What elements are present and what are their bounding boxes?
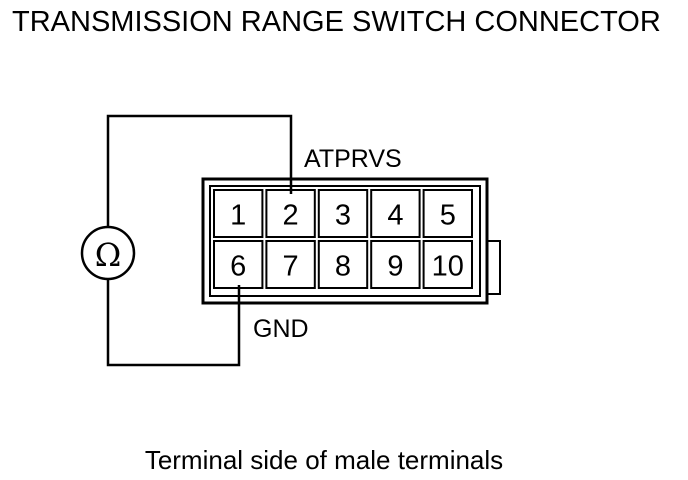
- housing-inner: [209, 185, 481, 297]
- caption: Terminal side of male terminals: [145, 445, 503, 475]
- terminal-7-label: 7: [283, 251, 299, 283]
- terminal-grid: 1 2 3 4 5 6 7 8 9 10: [213, 189, 474, 289]
- ground-lead: [106, 279, 241, 367]
- terminal-cavity: [317, 240, 369, 289]
- test-circuit: [106, 114, 293, 367]
- terminal-5-label: 5: [440, 200, 456, 232]
- terminal-10-label: 10: [432, 251, 464, 283]
- connector-housing: [201, 177, 501, 305]
- ohmmeter-icon: Ω: [80, 225, 136, 281]
- terminal-cavity: [370, 189, 421, 238]
- terminal-3-label: 3: [335, 200, 351, 232]
- terminal-9-label: 9: [387, 251, 403, 283]
- terminal-cavity: [265, 240, 316, 289]
- locking-tab: [486, 240, 501, 295]
- diagram-title: TRANSMISSION RANGE SWITCH CONNECTOR: [12, 6, 661, 38]
- terminal-cavity: [317, 189, 369, 238]
- signal-lead: [106, 114, 293, 228]
- terminal-cavity: [213, 240, 264, 289]
- signal-label: ATPRVS: [304, 145, 402, 173]
- terminal-cavity: [422, 189, 474, 238]
- ground-label: GND: [253, 315, 309, 343]
- terminal-cavity: [422, 240, 474, 289]
- terminal-6-label: 6: [230, 251, 246, 283]
- terminal-8-label: 8: [335, 251, 351, 283]
- terminal-cavity: [265, 189, 316, 238]
- terminal-4-label: 4: [387, 200, 403, 232]
- terminal-cavity: [213, 189, 264, 238]
- ohm-symbol: Ω: [95, 236, 122, 274]
- terminal-2-label: 2: [283, 200, 299, 232]
- terminal-1-label: 1: [230, 200, 246, 232]
- terminal-cavity: [370, 240, 421, 289]
